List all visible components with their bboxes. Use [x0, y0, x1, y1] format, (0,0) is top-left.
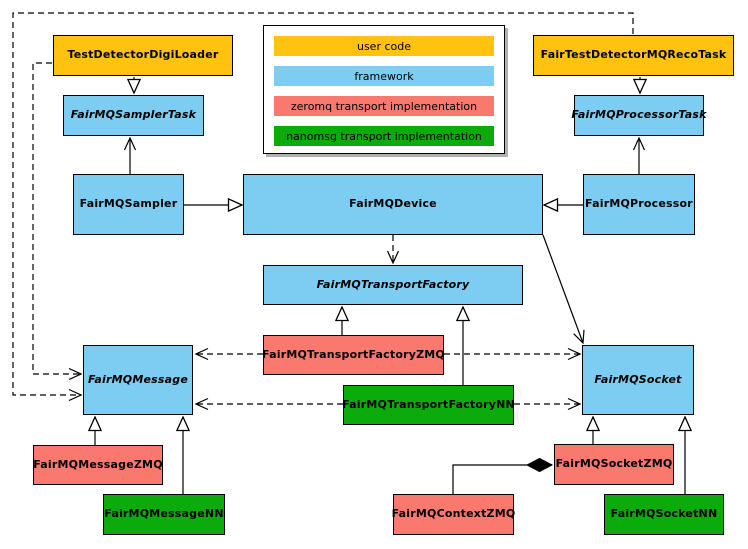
node-fairmqsamplertask: FairMQSamplerTask [63, 95, 204, 136]
node-testdetectordigiloader: TestDetectorDigiLoader [53, 35, 233, 76]
node-fairmqsocketnn: FairMQSocketNN [604, 494, 724, 535]
node-fairmqmessagezmq: FairMQMessageZMQ [33, 445, 163, 485]
edge-device-socket [542, 234, 583, 343]
node-fairmqtransportfactory: FairMQTransportFactory [263, 265, 523, 305]
legend-item-zeromq: zeromq transport implementation [274, 96, 494, 116]
node-fairmqcontextzmq: FairMQContextZMQ [392, 494, 515, 535]
node-fairmqprocessortask: FairMQProcessorTask [571, 95, 706, 136]
node-fairmqsocketzmq: FairMQSocketZMQ [554, 444, 674, 485]
node-fairmqprocessor: FairMQProcessor [583, 174, 695, 235]
edge-digiloader-message [32, 62, 81, 374]
node-fairmqsampler: FairMQSampler [73, 174, 184, 235]
legend-box: user code framework zeromq transport imp… [263, 25, 505, 154]
node-fairmqdevice: FairMQDevice [243, 174, 543, 235]
node-fairmqtransportfactorynn: FairMQTransportFactoryNN [342, 385, 515, 425]
node-fairmqmessage: FairMQMessage [83, 345, 193, 415]
edge-contextzmq-socketzmq [452, 465, 552, 494]
node-fairmqsocket: FairMQSocket [582, 345, 694, 415]
edge-recotask-message [12, 12, 634, 395]
node-fairmqmessagenn: FairMQMessageNN [103, 494, 225, 535]
node-fairmqtransportfactoryzmq: FairMQTransportFactoryZMQ [262, 335, 445, 375]
node-fairtestdetectormqrecotask: FairTestDetectorMQRecoTask [533, 35, 734, 76]
legend-item-user-code: user code [274, 36, 494, 56]
legend-item-framework: framework [274, 66, 494, 86]
legend-item-nanomsg: nanomsg transport implementation [274, 126, 494, 146]
